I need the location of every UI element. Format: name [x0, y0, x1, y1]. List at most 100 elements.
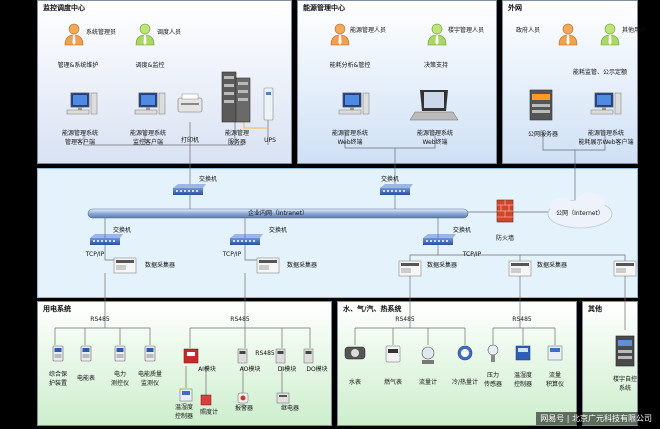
gov-person-icon	[558, 23, 578, 46]
internet-label: 公网（Internet）	[556, 210, 604, 217]
flow-totalizer-label-2: 积算仪	[545, 381, 565, 388]
ups-label: UPS	[264, 137, 276, 144]
management-client-pc-icon	[66, 92, 98, 115]
water-meter-icon	[344, 346, 366, 360]
system-admin-label: 系统管理员	[86, 29, 117, 36]
power-controller-icon	[114, 345, 126, 362]
web-display-client-label-1: 能源管理系统	[587, 130, 625, 137]
dispatch-role-label: 调度&监控	[135, 62, 165, 69]
management-client-label-2: 管理客户端	[64, 139, 96, 146]
panel-water-gas-heat: 水、气/汽、热系统	[337, 301, 577, 426]
do-module-label: DO模块	[306, 366, 328, 373]
public-server-icon	[529, 89, 553, 121]
energy-analysis-label: 能耗分析&管控	[329, 62, 371, 69]
watermark: 网易号 | 北京广元科技有限公司	[536, 412, 656, 425]
data-collector-icon	[256, 257, 280, 274]
pressure-sensor-icon	[487, 344, 499, 362]
data-collector-icon	[508, 260, 532, 277]
lux-meter-icon	[200, 394, 212, 406]
lower-switch-icon	[423, 234, 456, 245]
monitor-client-pc-icon	[134, 92, 166, 115]
printer-icon	[177, 93, 203, 113]
collector-label: 数据采集器	[536, 262, 568, 269]
dispatcher-person-icon	[135, 23, 155, 46]
panel-title: 其他	[588, 305, 602, 313]
power-controller-label-1: 电力	[113, 371, 127, 378]
temp-controller-label-2: 控制器	[174, 413, 194, 420]
switch-label: 交换机	[452, 227, 472, 234]
heat-meter-label: 冷/热量计	[451, 379, 479, 386]
admin-role-label: 管理&系统维护	[57, 62, 99, 69]
intranet-bus	[87, 208, 469, 219]
temperature-controller-icon	[179, 388, 193, 402]
web-terminal-label-1: 能源管理系统	[331, 130, 369, 137]
lower-switch-icon	[230, 234, 263, 245]
power-controller-label-2: 测控仪	[110, 380, 130, 387]
other-user-label: 其他用户	[622, 27, 647, 34]
panel-title: 用电系统	[43, 305, 71, 313]
decision-support-label: 决策支持	[423, 62, 449, 69]
flow-totalizer-icon	[547, 345, 563, 361]
relay-icon	[276, 392, 290, 404]
data-collector-icon	[398, 260, 422, 277]
di-module-icon	[275, 348, 286, 364]
public-server-label: 公网服务器	[527, 131, 559, 138]
web-terminal2-label-1: 能源管理系统	[416, 130, 454, 137]
panel-title: 能源管理中心	[303, 4, 345, 12]
building-manager-person-icon	[427, 23, 447, 46]
web-client-pc-icon	[590, 92, 622, 115]
panel-power-system: 用电系统	[37, 301, 332, 426]
collector-label: 数据采集器	[286, 262, 318, 269]
protection-device-icon	[52, 345, 64, 362]
firewall-icon	[496, 199, 514, 223]
printer-label: 打印机	[180, 137, 200, 144]
alarm-label: 报警器	[234, 405, 254, 412]
water-temp-controller-label-1: 温湿度	[513, 372, 533, 379]
water-temp-controller-label-2: 控制器	[513, 381, 533, 388]
rs485-label: RS485	[255, 350, 275, 357]
rs485-label: RS485	[395, 316, 415, 323]
system-admin-person-icon	[64, 23, 84, 46]
protection-device-label-1: 综合保	[48, 371, 68, 378]
dispatcher-label: 调度人员	[157, 29, 182, 36]
energy-meter-label: 电能表	[76, 375, 96, 382]
di-module-label: DI模块	[277, 366, 297, 373]
power-quality-label-1: 电能质量	[137, 371, 163, 378]
panel-network	[37, 168, 638, 298]
server-label-2: 服务器	[227, 139, 247, 146]
water-temp-controller-icon	[515, 345, 531, 361]
power-quality-label-2: 监测仪	[140, 380, 160, 387]
pressure-sensor-label-1: 压力	[486, 372, 500, 379]
rs485-label: RS485	[90, 316, 110, 323]
firewall-label: 防火墙	[495, 235, 515, 242]
panel-title: 监控调度中心	[43, 4, 85, 12]
web-terminal2-label-2: Web终端	[422, 139, 448, 146]
intranet-label: 企业内网（Intranet）	[248, 210, 308, 217]
ao-module-label: AO模块	[239, 366, 261, 373]
protection-device-label-2: 护装置	[48, 380, 68, 387]
switch-label: 交换机	[380, 176, 400, 183]
data-collector-icon	[613, 260, 637, 277]
water-meter-label: 水表	[348, 379, 362, 386]
gov-label: 政府人员	[516, 27, 541, 34]
collector-label: 数据采集器	[144, 262, 176, 269]
temp-controller-label-1: 温湿度	[174, 404, 194, 411]
server-label-1: 能源管理	[224, 130, 250, 137]
flow-meter-icon	[421, 346, 435, 364]
alarm-icon	[237, 392, 249, 404]
top-switch-icon	[173, 184, 206, 195]
ao-module-icon	[237, 348, 248, 364]
switch-label: 交换机	[268, 227, 288, 234]
panel-title: 水、气/汽、热系统	[343, 305, 402, 313]
tcpip-label: TCP/IP	[85, 251, 105, 258]
panel-energy-center: 能源管理中心	[297, 0, 497, 164]
web-display-client-label-2: 能耗展示Web客户端	[578, 139, 634, 146]
top-switch-icon	[380, 184, 413, 195]
building-automation-server-icon	[615, 335, 635, 367]
internet-cloud-icon	[547, 193, 613, 229]
flow-totalizer-label-1: 流量	[548, 372, 562, 379]
panel-title: 外网	[508, 4, 522, 12]
switch-label: 交换机	[198, 176, 218, 183]
gas-meter-label: 燃气表	[383, 379, 403, 386]
